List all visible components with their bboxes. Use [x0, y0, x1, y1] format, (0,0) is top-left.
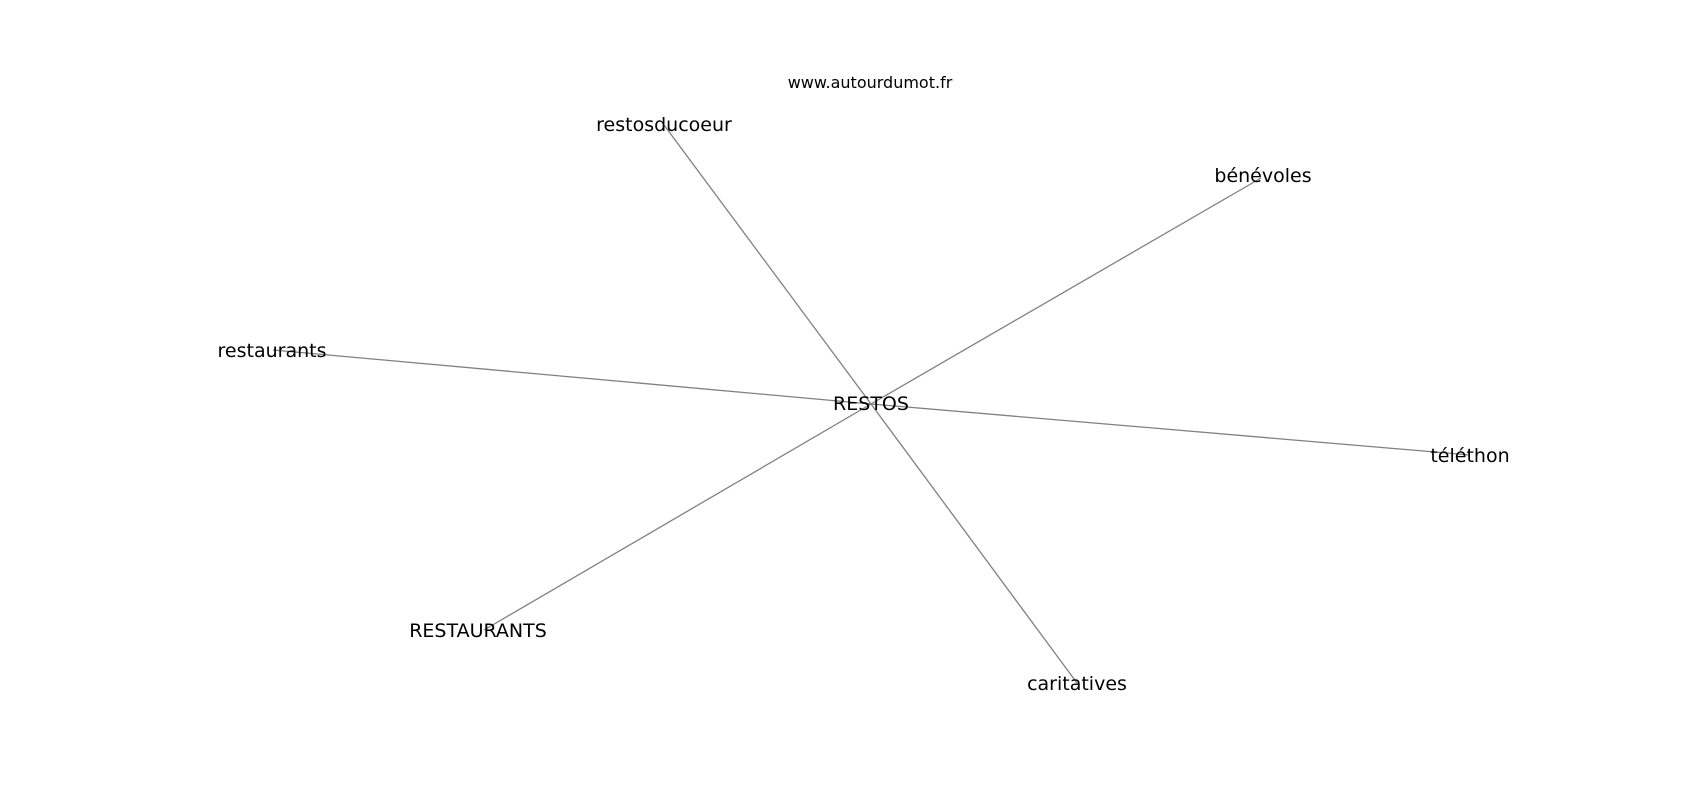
edge-restos-benevoles: [870, 177, 1262, 405]
node-label-caritatives: caritatives: [1027, 673, 1127, 695]
node-label-benevoles: bénévoles: [1214, 165, 1311, 187]
edge-restos-caritatives: [870, 403, 1078, 684]
node-label-restaurants: RESTAURANTS: [409, 620, 547, 642]
edge-restos-restosducoeur: [663, 124, 872, 405]
watermark-text: www.autourdumot.fr: [788, 73, 953, 92]
node-label-center: RESTOS: [833, 393, 909, 415]
graph-edges: [272, 124, 1471, 684]
edge-restos-restaurants: [272, 349, 872, 405]
graph-labels: RESTOS restosducoeur bénévoles restaurants t…: [218, 114, 1510, 695]
node-label-telethon: téléthon: [1430, 445, 1509, 467]
edge-restos-restaurants: [483, 403, 872, 631]
node-label-restosducoeur: restosducoeur: [596, 114, 732, 136]
edge-restos-telethon: [870, 403, 1471, 456]
node-label-restaurants: restaurants: [218, 340, 327, 362]
